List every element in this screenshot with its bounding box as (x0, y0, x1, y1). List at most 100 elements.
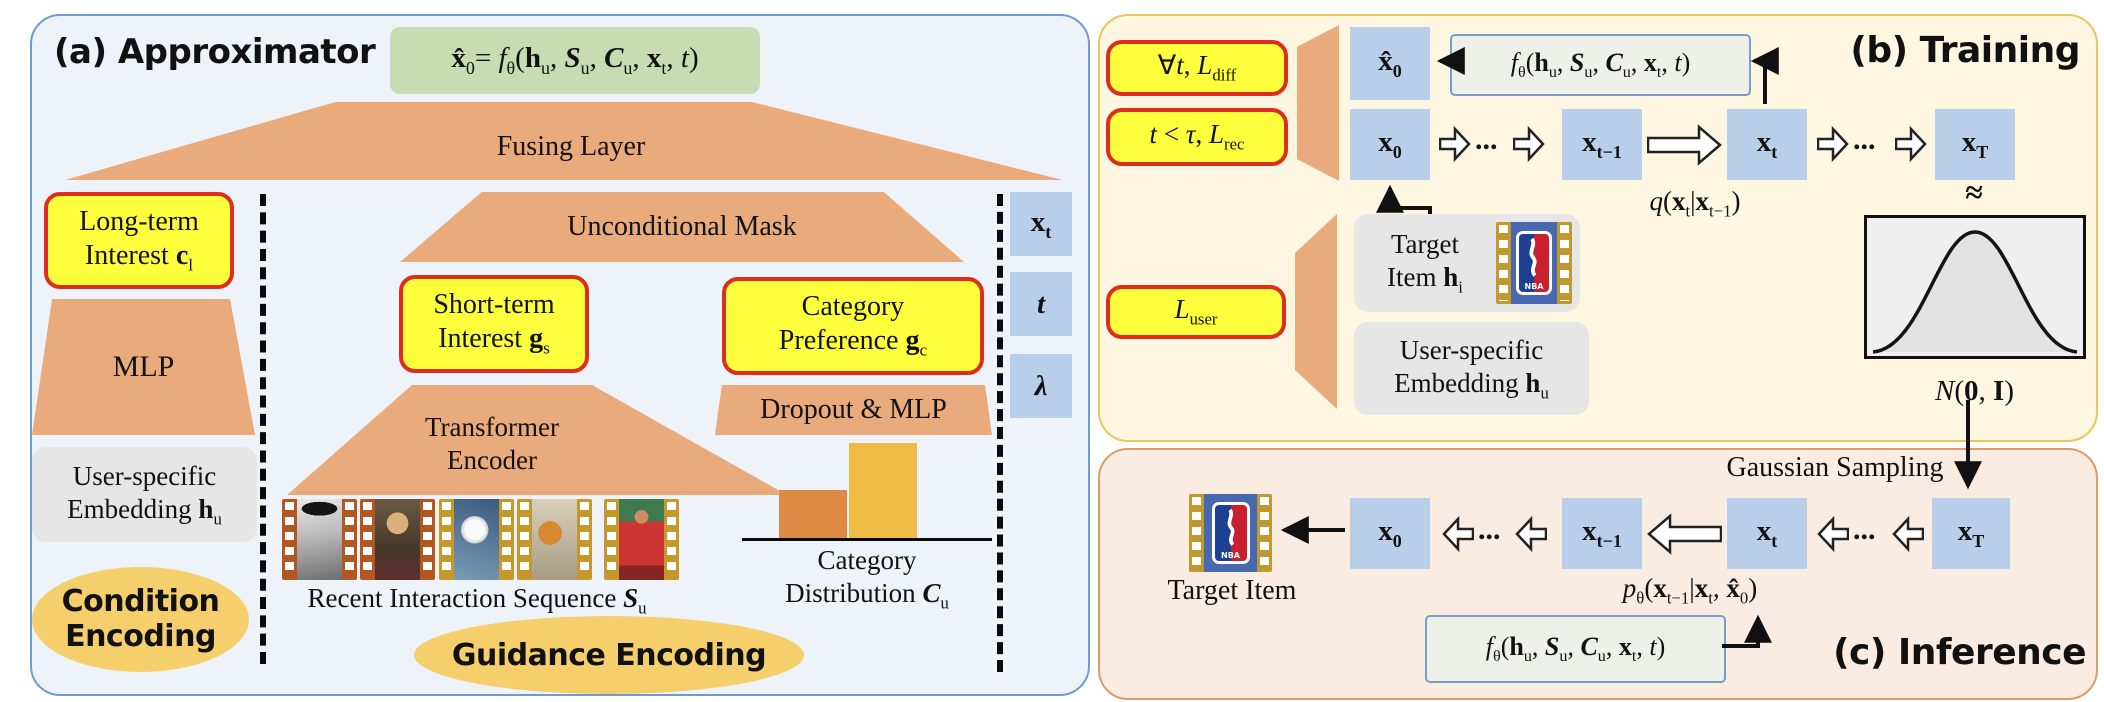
side-input-xt-label: xt (1030, 205, 1052, 242)
movie-item-chaplin-icon (282, 499, 357, 580)
xhat0-label-b: x̂0 (1378, 45, 1402, 81)
q-distribution-text: q(xt|xt−1) (1649, 186, 1741, 221)
hollow-arrow-right-icon (1439, 126, 1471, 162)
side-input-t: t (1010, 272, 1072, 336)
loss-user-label: Luser (1174, 294, 1218, 329)
gaussian-sampling-label: Gaussian Sampling (1726, 452, 1944, 483)
hollow-arrow-left-icon (1817, 516, 1849, 552)
f-theta-box-c: fθ(hu, Su, Cu, xt, t) (1425, 615, 1726, 683)
nba-logo-art: NBA (1511, 222, 1557, 304)
hollow-arrow-left-icon (1442, 516, 1474, 552)
xt-box-b: xt (1727, 109, 1807, 180)
mlp-trapezoid: MLP (32, 299, 255, 435)
mlp-label: MLP (112, 350, 175, 383)
side-input-xt: xt (1010, 192, 1072, 256)
category-axis-line (742, 538, 992, 541)
film-rail (499, 499, 514, 580)
film-rail (577, 499, 592, 580)
recent-sequence-label: Recent Interaction Sequence Su (267, 583, 687, 617)
film-art-basketball (532, 499, 577, 580)
loss-rec-label: t < τ, Lrec (1149, 119, 1245, 154)
xt-box-c: xt (1727, 498, 1807, 569)
nba-text: NBA (1524, 282, 1544, 291)
approximator-formula: x̂0= fθ(hu, Su, Cu, xt, t) (451, 42, 699, 78)
film-rail (1496, 222, 1511, 304)
normal-distribution-label: N(0, I) (1897, 374, 2052, 408)
movie-item-basketball-icon (517, 499, 592, 580)
f-theta-label-b: fθ(hu, Su, Cu, xt, t) (1510, 47, 1691, 82)
hollow-arrow-right-icon (1817, 126, 1849, 162)
guidance-encoding-label: Guidance Encoding (451, 637, 767, 673)
q-distribution-label: q(xt|xt−1) (1580, 186, 1810, 221)
xt1-label-b: xt−1 (1582, 126, 1622, 162)
xT-label-b: xT (1961, 126, 1989, 162)
hollow-arrow-right-icon (1895, 126, 1927, 162)
side-input-lambda: λ (1010, 354, 1072, 418)
gaussian-plot (1864, 215, 2086, 359)
film-rail (1257, 494, 1272, 572)
nba-text: NBA (1221, 551, 1240, 560)
xT-box-c: xT (1932, 498, 2010, 569)
panel-a-title: (a) Approximator (54, 32, 376, 72)
film-rail (1189, 494, 1204, 572)
nba-logo-art-c: NBA (1204, 494, 1257, 572)
divider-dashed-right (997, 194, 1003, 672)
nba-player-silhouette (1529, 237, 1537, 277)
movie-item-soccer-icon (439, 499, 514, 580)
panel-inference: (c) Inference Gaussian Sampling NBA Targ… (1098, 448, 2098, 700)
side-input-t-label: t (1036, 287, 1046, 320)
ellipsis-c2: ... (1853, 513, 1876, 546)
recent-sequence-text: Recent Interaction Sequence Su (307, 582, 647, 617)
film-rail (1557, 222, 1572, 304)
guidance-encoding-ellipse: Guidance Encoding (414, 616, 804, 694)
x0-label-c: x0 (1378, 515, 1402, 551)
unconditional-mask-label: Unconditional Mask (567, 211, 797, 243)
nba-player-silhouette (1227, 508, 1234, 546)
category-bar-orange (779, 490, 847, 539)
film-rail (664, 499, 679, 580)
loss-diff-label: ∀t, Ldiff (1157, 50, 1237, 85)
divider-dashed-left (260, 194, 266, 664)
film-art-chaplin (297, 499, 342, 580)
xT-label-c: xT (1957, 515, 1985, 551)
xt-label-b: xt (1756, 126, 1778, 162)
film-rail (282, 499, 297, 580)
p-distribution-text: pθ(xt−1|xt, x̂0) (1622, 573, 1758, 608)
unconditional-mask-trapezoid: Unconditional Mask (400, 192, 964, 262)
film-rail (342, 499, 357, 580)
panel-b-title: (b) Training (1850, 30, 2080, 71)
loss-user-box: Luser (1106, 285, 1286, 339)
movie-item-jordan-icon (604, 499, 679, 580)
long-hollow-arrow-right-icon (1647, 124, 1722, 166)
fusing-layer-trapezoid: Fusing Layer (65, 102, 1063, 180)
loss-funnel-user (1295, 214, 1337, 409)
hollow-arrow-right-icon (1513, 126, 1545, 162)
xT-box-b: xT (1935, 109, 2015, 180)
x0-box-c: x0 (1350, 498, 1430, 569)
dropout-mlp-label: Dropout & MLP (760, 394, 947, 426)
xt-label-c: xt (1756, 515, 1778, 551)
long-hollow-arrow-left-icon (1647, 513, 1722, 555)
category-bar-yellow (849, 443, 917, 539)
ellipsis-b2: ... (1853, 123, 1876, 156)
movie-item-bean-icon (360, 499, 435, 580)
panel-approximator: (a) Approximator x̂0= fθ(hu, Su, Cu, xt,… (30, 14, 1090, 696)
loss-rec-box: t < τ, Lrec (1106, 108, 1288, 166)
fusing-layer-label: Fusing Layer (496, 131, 646, 163)
